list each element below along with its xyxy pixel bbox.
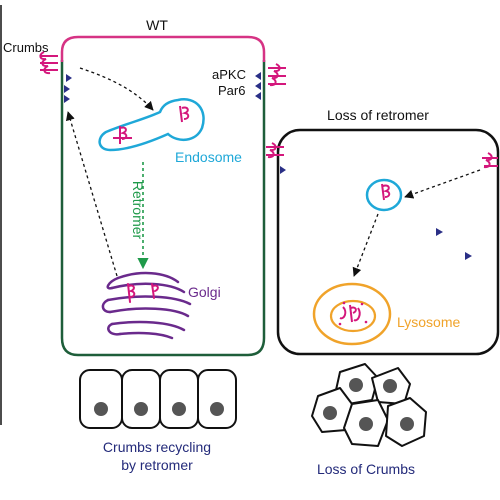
arrow-golgi-to-membrane <box>65 111 118 277</box>
wt-title: WT <box>146 17 168 33</box>
apkc-marker-left-3 <box>64 95 70 103</box>
arrow-membrane-to-endosome-loss <box>404 169 481 199</box>
apkc-marker-right-3 <box>255 92 261 100</box>
apkc-marker-left-2 <box>64 85 70 93</box>
crumbs-label: Crumbs <box>3 40 49 55</box>
crumbs-receptor-loss-right <box>482 152 498 169</box>
loss-epithelium <box>311 363 427 447</box>
endosome-label: Endosome <box>175 149 242 165</box>
crumbs-receptor-wt-left <box>39 51 58 75</box>
arrow-membrane-to-endosome <box>79 67 154 111</box>
wt-basolateral-membrane <box>60 60 266 357</box>
apkc-marker-loss-2 <box>436 228 443 236</box>
wt-cell <box>60 35 266 357</box>
apkc-marker-left-1 <box>66 74 72 82</box>
apkc-marker-loss-3 <box>465 252 472 260</box>
retromer-label: Retromer <box>130 181 146 240</box>
apkc-label: aPKC <box>212 67 246 82</box>
par6-label: Par6 <box>218 83 245 98</box>
arrow-endosome-to-lysosome <box>352 213 379 277</box>
golgi-label: Golgi <box>188 284 221 300</box>
crumbs-receptor-loss-left <box>266 142 284 159</box>
endosome <box>98 98 205 152</box>
golgi <box>101 271 192 340</box>
apkc-marker-right-1 <box>255 72 261 80</box>
lysosome-label: Lysosome <box>397 314 461 330</box>
loss-caption: Loss of Crumbs <box>317 461 415 477</box>
loss-title: Loss of retromer <box>327 107 429 123</box>
wt-caption-line2: by retromer <box>121 457 193 473</box>
lysosome <box>312 282 392 346</box>
wt-caption-line1: Crumbs recycling <box>103 439 211 455</box>
endosome-loss <box>365 178 403 212</box>
wt-epithelium <box>79 369 237 429</box>
crumbs-receptor-wt-right <box>268 63 286 87</box>
wt-apical-membrane <box>60 35 266 62</box>
apkc-marker-right-2 <box>255 82 261 90</box>
loss-cell <box>276 128 500 356</box>
apkc-marker-loss-1 <box>280 166 286 174</box>
